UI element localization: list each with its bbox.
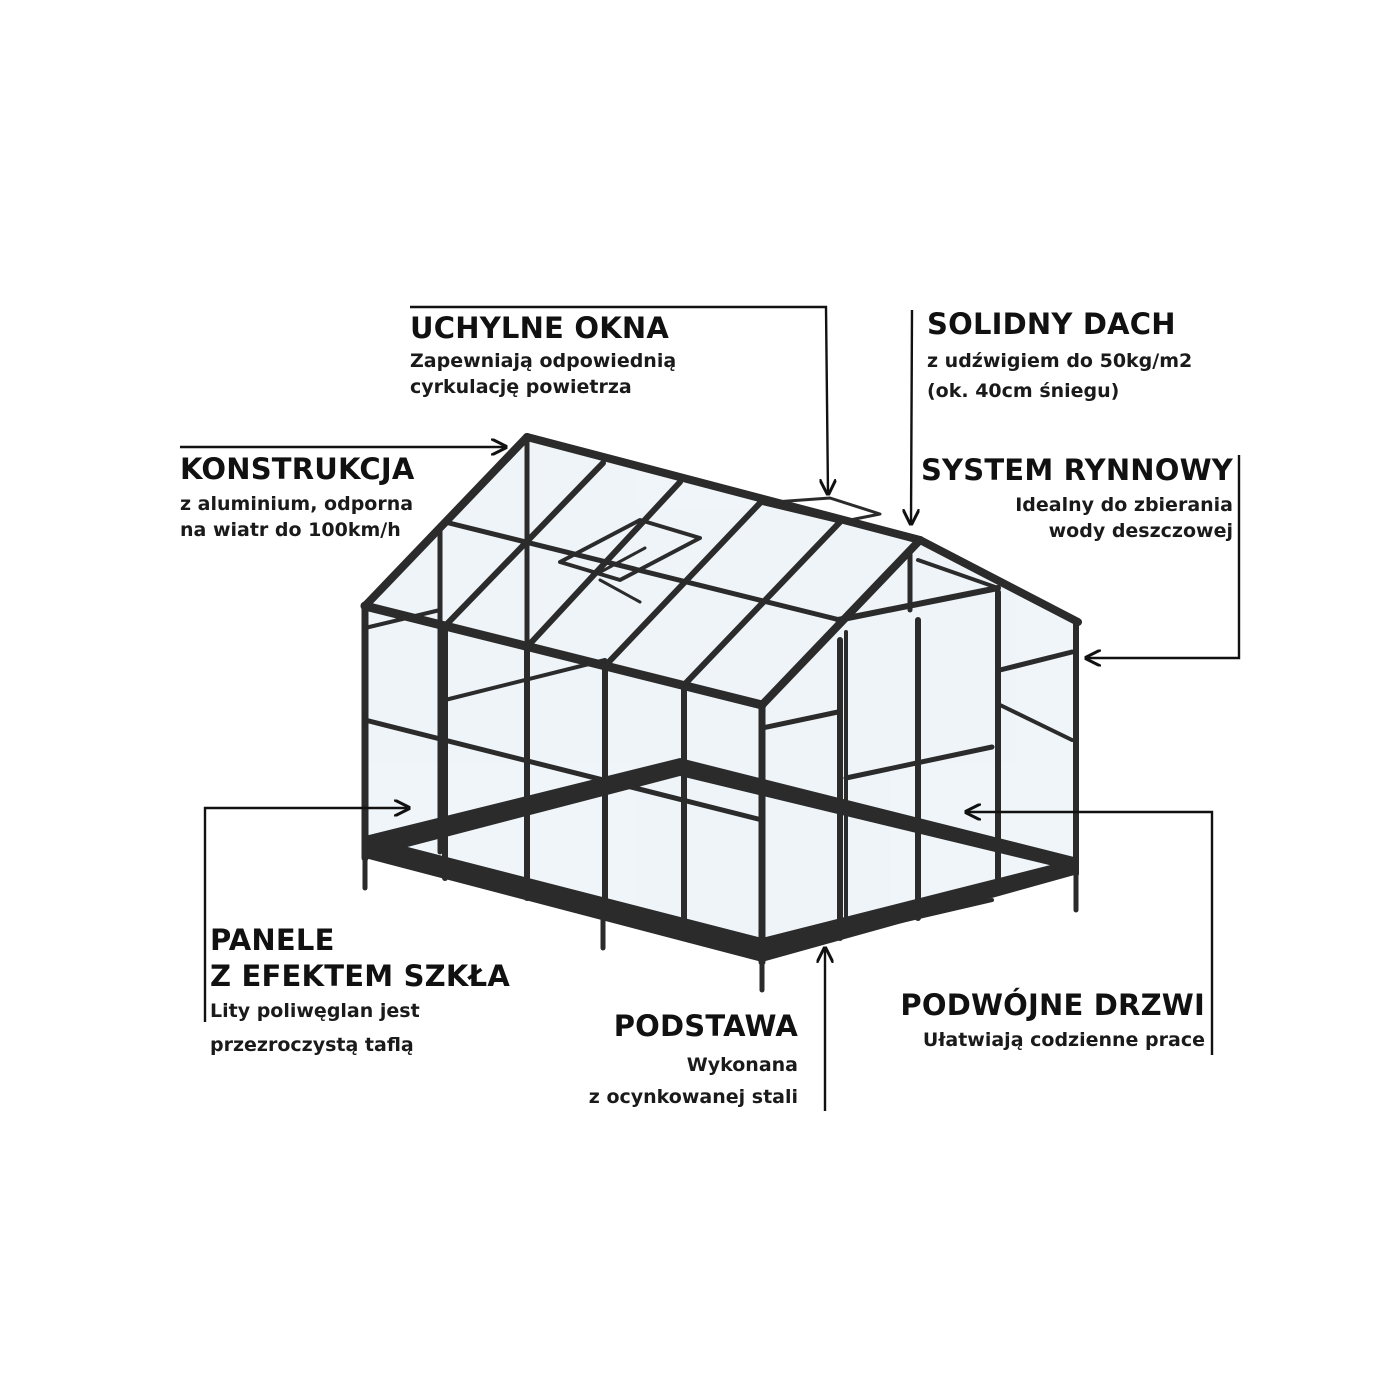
callout-solidny-dach: SOLIDNY DACH z udźwigiem do 50kg/m2 (ok.… [927, 306, 1257, 406]
callout-system-rynnowy: SYSTEM RYNNOWY Idealny do zbierania wody… [913, 452, 1233, 546]
callout-podstawa: PODSTAWA Wykonana z ocynkowanej stali [498, 1008, 798, 1112]
callout-line: wody deszczowej [1048, 520, 1233, 542]
callout-line: z aluminium, odporna [180, 493, 414, 515]
callout-line: cyrkulację powietrza [410, 376, 632, 398]
callout-title: PODWÓJNE DRZWI [900, 988, 1205, 1022]
callout-title: Z EFEKTEM SZKŁA [210, 959, 511, 993]
callout-line: Wykonana [686, 1054, 798, 1076]
system-rynnowy-leader [1086, 455, 1241, 658]
callout-title: PODSTAWA [613, 1009, 798, 1043]
callout-title: KONSTRUKCJA [180, 452, 415, 486]
panele-leader [203, 808, 409, 1022]
callout-line: Zapewniają odpowiednią [410, 350, 677, 372]
callout-line: na wiatr do 100km/h [180, 519, 401, 541]
callout-line: z ocynkowanej stali [588, 1086, 798, 1108]
callout-line: (ok. 40cm śniegu) [927, 380, 1120, 402]
aluminium-frame [360, 433, 1082, 966]
callout-konstrukcja: KONSTRUKCJA z aluminium, odporna na wiat… [180, 451, 480, 545]
callout-line: z udźwigiem do 50kg/m2 [927, 350, 1193, 372]
callout-line: Ułatwiają codzienne prace [922, 1029, 1205, 1051]
uchylne-okna-leader [410, 305, 828, 494]
callout-podwojne-drzwi: PODWÓJNE DRZWI Ułatwiają codzienne prace [845, 987, 1205, 1055]
callout-line: Idealny do zbierania [1015, 494, 1233, 516]
callout-title: SYSTEM RYNNOWY [920, 453, 1233, 487]
callout-lines [180, 305, 1241, 1111]
base-legs [362, 855, 1079, 993]
podwojne-drzwi-leader [966, 812, 1214, 1055]
solidny-dach-leader [911, 309, 912, 524]
callout-panele: PANELE Z EFEKTEM SZKŁA Lity poliwęglan j… [210, 922, 540, 1060]
callout-title: SOLIDNY DACH [927, 307, 1176, 341]
callout-uchylne-okna: UCHYLNE OKNA Zapewniają odpowiednią cyrk… [410, 310, 830, 402]
callout-title: UCHYLNE OKNA [410, 311, 669, 345]
greenhouse-illustration [360, 433, 1082, 993]
callout-line: Lity poliwęglan jest [210, 1000, 420, 1022]
callout-title: PANELE [210, 923, 335, 957]
callout-line: przezroczystą taflą [210, 1034, 414, 1056]
